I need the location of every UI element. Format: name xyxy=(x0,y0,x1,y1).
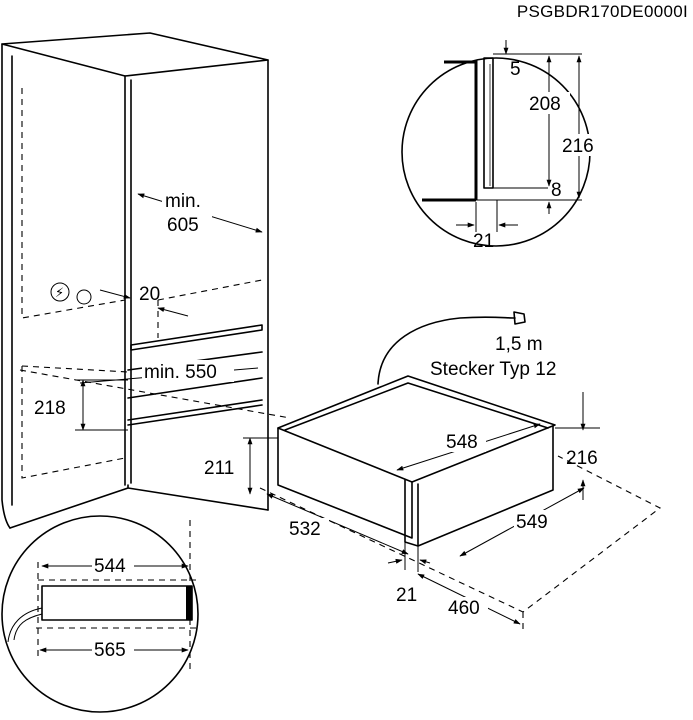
dimension-height-211 xyxy=(243,437,278,495)
detail-drawer-body xyxy=(41,585,193,621)
dimension-height-216 xyxy=(555,392,600,500)
inner-back-lower xyxy=(21,366,126,479)
kitchen-cabinet xyxy=(1,32,291,529)
drawer-top-inner xyxy=(284,382,549,431)
dimension-front-21 xyxy=(387,542,431,572)
cabinet-top xyxy=(1,32,269,77)
document-code: PSGBDR170DE0000I xyxy=(517,2,688,21)
warming-drawer xyxy=(259,311,662,613)
label-216: 216 xyxy=(566,448,598,469)
lightning-symbol: ⚡ xyxy=(55,286,64,301)
socket-icon xyxy=(76,289,92,305)
dimension-depth-605 xyxy=(137,190,263,234)
dimension-gap-20 xyxy=(99,289,189,317)
label-532: 532 xyxy=(289,519,321,540)
label-208: 208 xyxy=(529,94,561,115)
label-21-front: 21 xyxy=(396,585,417,606)
niche-back-line xyxy=(21,365,129,373)
label-8: 8 xyxy=(551,180,562,201)
label-548: 548 xyxy=(446,432,478,453)
label-549: 549 xyxy=(516,512,548,533)
electrical-hazard-icon xyxy=(50,282,70,302)
cabinet-left-side xyxy=(1,43,11,529)
dimension-niche-height-218 xyxy=(75,379,128,431)
upper-shelf xyxy=(130,324,263,351)
power-cable xyxy=(377,316,516,385)
detail-circle-bottom xyxy=(1,515,199,713)
label-460: 460 xyxy=(448,598,480,619)
dimension-depth-532 xyxy=(266,493,409,555)
label-605: 605 xyxy=(167,215,199,236)
floor-guide-line xyxy=(19,369,291,419)
label-min: min. xyxy=(165,191,201,212)
label-gap-20: 20 xyxy=(139,284,160,305)
rear-clearance-lines xyxy=(157,279,263,338)
inner-back-upper xyxy=(21,88,126,319)
drawer-top xyxy=(277,375,556,483)
detail-cable xyxy=(13,613,43,641)
detail-drawer-front xyxy=(483,57,494,189)
label-216-detail: 216 xyxy=(562,136,594,157)
label-544: 544 xyxy=(94,556,126,577)
label-5: 5 xyxy=(510,59,521,80)
label-218: 218 xyxy=(34,398,66,419)
detail-cable-2 xyxy=(7,607,43,643)
label-plug-type: Stecker Typ 12 xyxy=(430,359,556,380)
label-211: 211 xyxy=(204,458,234,479)
label-21-detail: 21 xyxy=(473,231,494,252)
label-565: 565 xyxy=(94,640,126,661)
label-min-550: min. 550 xyxy=(144,362,217,383)
label-cable-length: 1,5 m xyxy=(495,334,543,355)
plug-icon xyxy=(513,311,526,325)
detail-front-strip xyxy=(186,586,192,620)
lower-shelf xyxy=(127,399,263,426)
cabinet-base xyxy=(9,484,269,529)
